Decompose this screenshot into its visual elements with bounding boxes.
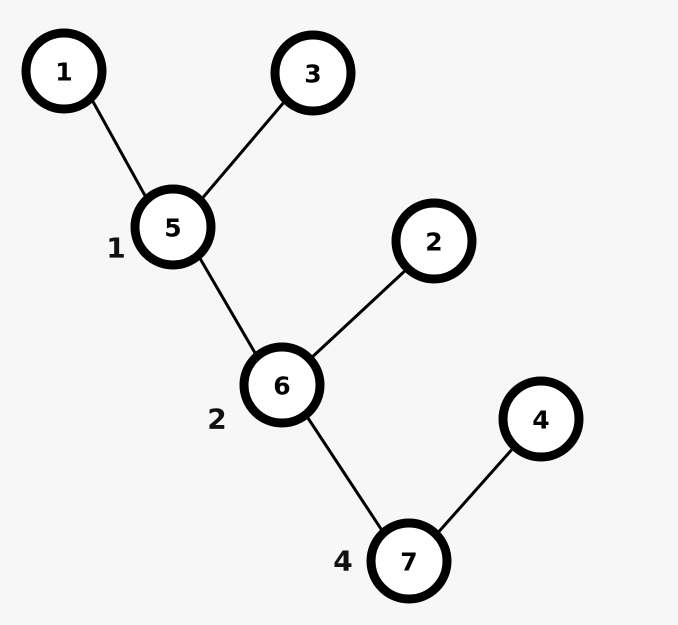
node-label-7: 7 (400, 548, 417, 577)
graph-node-3[interactable]: 3 (270, 30, 356, 116)
nodes-group: 1 3 5 2 6 4 7 (21, 28, 584, 604)
edge-weight-labels-group: 1 2 4 (106, 232, 352, 578)
node-label-3: 3 (304, 60, 321, 89)
graph-node-6[interactable]: 6 (239, 342, 325, 428)
graph-node-5[interactable]: 5 (130, 184, 216, 270)
graph-edge-n5-n6[interactable] (196, 253, 260, 360)
graph-node-4[interactable]: 4 (498, 376, 584, 462)
graph-node-7[interactable]: 7 (366, 518, 452, 604)
node-circle-2[interactable] (391, 198, 477, 284)
node-label-6: 6 (273, 372, 290, 401)
edges-group (89, 96, 517, 538)
graph-edge-n2-n6[interactable] (307, 266, 410, 362)
graph-node-2[interactable]: 2 (391, 198, 477, 284)
graph-edge-n3-n5[interactable] (198, 99, 287, 203)
node-label-4: 4 (532, 406, 549, 435)
node-label-5: 5 (164, 214, 181, 243)
graph-node-1[interactable]: 1 (21, 28, 107, 114)
node-circle-6[interactable] (239, 342, 325, 428)
edge-weight-label-w4: 4 (333, 545, 352, 578)
node-circle-7[interactable] (366, 518, 452, 604)
node-circle-4[interactable] (498, 376, 584, 462)
edge-weight-label-w2: 2 (207, 403, 226, 436)
graph-edge-n6-n7[interactable] (302, 410, 387, 537)
node-circle-5[interactable] (130, 184, 216, 270)
node-circle-1[interactable] (21, 28, 107, 114)
graph-edge-n1-n5[interactable] (89, 96, 150, 203)
graph-edge-n4-n7[interactable] (433, 444, 517, 538)
node-label-2: 2 (425, 228, 442, 257)
edge-weight-label-w1: 1 (106, 232, 125, 265)
node-label-1: 1 (55, 58, 72, 87)
node-circle-3[interactable] (270, 30, 356, 116)
